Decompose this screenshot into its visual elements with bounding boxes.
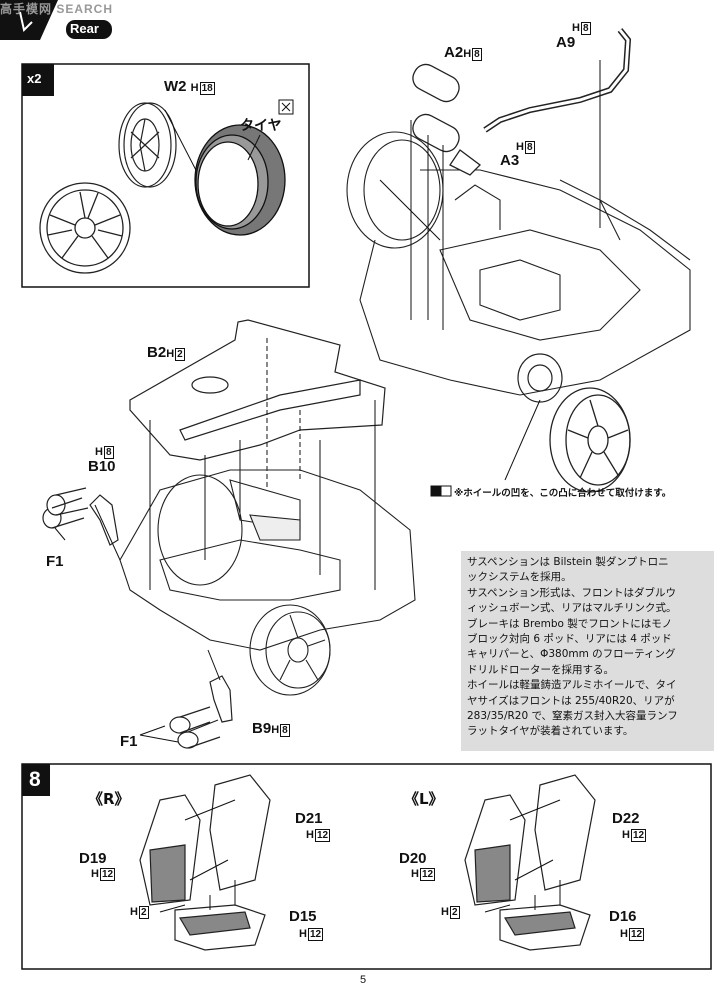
- step-number: 8: [29, 768, 41, 791]
- left-seat-title: 《L》: [404, 790, 444, 808]
- part-d19: D19: [79, 850, 107, 867]
- part-b10: B10: [88, 458, 116, 475]
- quantity-badge: x2: [27, 71, 42, 86]
- part-a2-hint: 8: [472, 48, 482, 61]
- part-h2-r-hint: 2: [138, 906, 149, 919]
- part-d19-hint: 12: [99, 868, 116, 881]
- part-w2-label: W2: [164, 78, 187, 95]
- info-line: 283/35/R20 で、窒素ガス封入大容量ランフ: [467, 710, 678, 723]
- info-line: ドリルドローターを採用する。: [467, 663, 614, 676]
- info-line: サスペンション形式は、フロントはダブルウ: [467, 586, 677, 599]
- info-line: ヤサイズはフロントは 255/40R20、リアが: [467, 694, 675, 707]
- info-line: ブレーキは Brembo 製でフロントにはモノ: [467, 617, 673, 630]
- part-a9-label: A9: [556, 34, 576, 51]
- part-d22-hint: 12: [630, 829, 647, 842]
- part-d21-hint: 12: [314, 829, 331, 842]
- part-a3-hint: 8: [524, 141, 535, 154]
- part-b9-hint: 8: [280, 724, 290, 737]
- part-a9-hint: 8: [580, 22, 591, 35]
- part-d20: D20: [399, 850, 427, 867]
- part-d15-hint: 12: [307, 928, 324, 941]
- info-line: ブロック対向 6 ポッド、リアには 4 ポッド: [467, 633, 672, 646]
- part-d22: D22: [612, 810, 640, 827]
- part-a2-label: A2: [444, 44, 464, 61]
- part-h2-l-label: H: [441, 906, 449, 918]
- part-b10-label: B10: [88, 458, 116, 475]
- info-line: キャリパーと、Φ380mm のフローティング: [467, 648, 676, 661]
- part-f1-bottom: F1: [120, 733, 138, 750]
- part-b10-hint: 8: [103, 446, 114, 459]
- part-b9-label: B9: [252, 720, 272, 737]
- part-b2-label: B2: [147, 344, 167, 361]
- part-h2-l-hint: 2: [449, 906, 460, 919]
- info-line: ィッシュボーン式、リアはマルチリンク式。: [467, 602, 677, 615]
- part-a3-label: A3: [500, 152, 520, 169]
- watermark: 高手模网 SEARCH: [0, 2, 114, 16]
- part-a9: A9: [556, 34, 575, 51]
- part-f1-top: F1: [46, 553, 64, 570]
- tire-label: タイヤ: [240, 118, 282, 134]
- part-d15: D15: [289, 908, 317, 925]
- info-line: ラットタイヤが装着されています。: [467, 725, 634, 738]
- part-d21: D21: [295, 810, 323, 827]
- part-w2-hint: 18: [199, 82, 215, 95]
- wheel-alignment-note: ※ホイールの凹を、この凸に合わせて取付けます。: [454, 488, 672, 499]
- part-h2-r-label: H: [130, 906, 138, 918]
- part-a3: A3: [500, 152, 519, 169]
- info-line: ホイールは軽量鋳造アルミホイールで、タイ: [467, 679, 677, 692]
- part-d20-hint: 12: [419, 868, 436, 881]
- section-badge: Rear: [70, 21, 99, 36]
- info-line: サスペンションは Bilstein 製ダンプトロニ: [467, 556, 669, 568]
- suspension-info-note: サスペンションは Bilstein 製ダンプトロニ ックシステムを採用。 サスペ…: [461, 551, 714, 751]
- part-b2-hint: 2: [175, 348, 185, 361]
- part-d16: D16: [609, 908, 637, 925]
- right-seat-title: 《R》: [88, 790, 130, 808]
- part-d16-hint: 12: [628, 928, 645, 941]
- page-number: 5: [360, 974, 367, 986]
- info-line: ックシステムを採用。: [467, 571, 572, 584]
